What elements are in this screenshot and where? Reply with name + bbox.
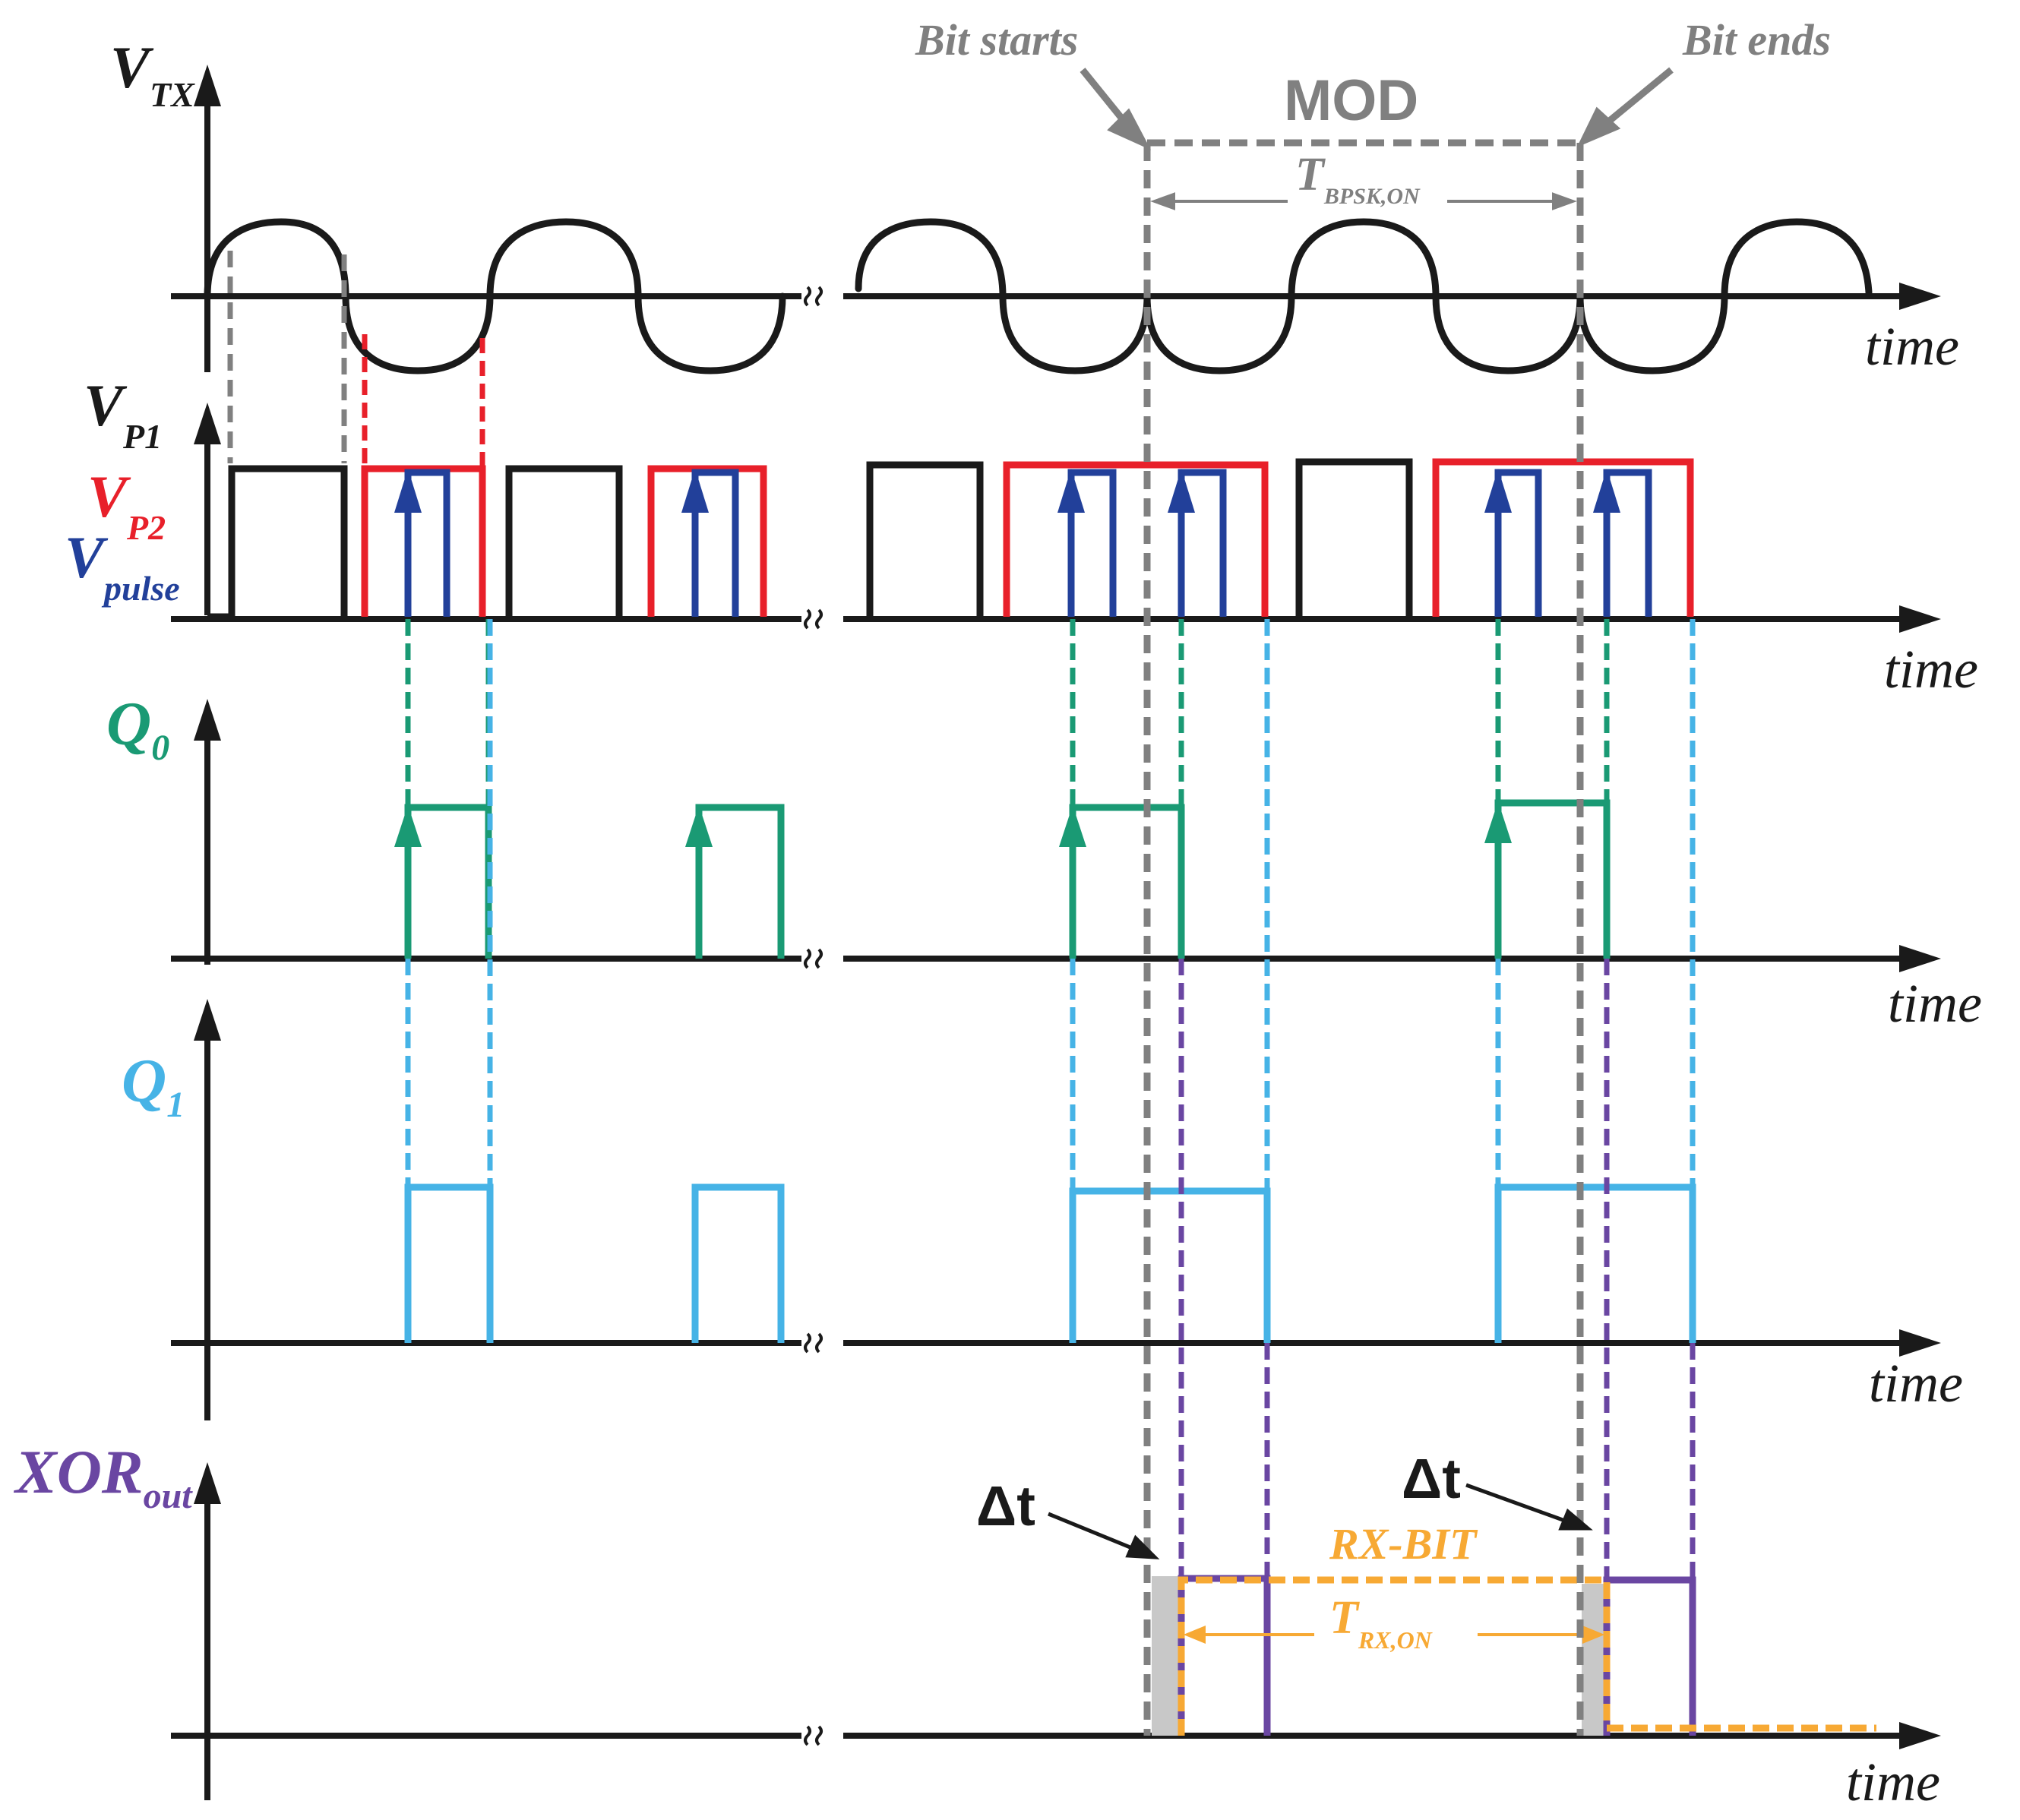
rx-bit-waveform: [1178, 1576, 1876, 1736]
vtx-time-arrow: [1899, 283, 1941, 310]
svg-text:TRX,ON: TRX,ON: [1329, 1592, 1434, 1654]
xor-label-main: XOR: [13, 1437, 144, 1506]
axes-horizontal-arrowheads: [1899, 283, 1941, 1749]
xor-dashed-guides: [1178, 959, 1696, 1580]
delta-t-pointers: [1048, 1483, 1593, 1559]
q1-time-arrow: [1899, 1329, 1941, 1357]
delta-t-label-left: Δt: [976, 1474, 1035, 1537]
xor-time-label: time: [1846, 1752, 1940, 1812]
vp2-label-sub: P2: [126, 508, 166, 547]
vp2-label-main: V: [87, 463, 131, 529]
mod-bit-box: [1143, 139, 1584, 1736]
vtx-label-main: V: [110, 34, 154, 100]
vp-time-arrow: [1899, 605, 1941, 633]
xor-time-arrow: [1899, 1722, 1941, 1749]
svg-text:Vpulse: Vpulse: [65, 524, 180, 608]
t-bpsk-label-sub: BPSK,ON: [1323, 184, 1421, 209]
t-bpsk-label-main: T: [1295, 149, 1326, 201]
vpulse-label-sub: pulse: [101, 569, 180, 608]
q0-time-label: time: [1888, 973, 1982, 1034]
bit-ends-label: Bit ends: [1682, 15, 1831, 65]
q0-dashed-guides: [405, 619, 1610, 805]
bit-pointer-arrows: [1080, 67, 1674, 150]
q0-arrows: [394, 801, 1512, 847]
vtx-waveform: [204, 218, 1873, 374]
xor-axis-arrow: [194, 1462, 221, 1504]
vp1-waveform: [207, 458, 1413, 621]
svg-text:VP1: VP1: [84, 372, 162, 456]
t-bpsk-on-arrow: [1150, 192, 1577, 210]
q1-dashed-guides: [405, 619, 1696, 1189]
svg-text:XORout: XORout: [13, 1437, 193, 1516]
q0-time-arrow: [1899, 945, 1941, 972]
t-rx-label-main: T: [1329, 1592, 1360, 1644]
vp-axis-arrow: [194, 403, 221, 444]
q1-label-main: Q: [122, 1046, 166, 1115]
t-rx-label-sub: RX,ON: [1358, 1626, 1434, 1654]
vp1-label-main: V: [84, 372, 128, 438]
vtx-axis-arrow: [194, 65, 221, 106]
q0-label-main: Q: [106, 689, 151, 758]
q1-time-label: time: [1869, 1353, 1963, 1414]
q0-axis-arrow: [194, 699, 221, 741]
q0-waveform: [404, 799, 1611, 959]
svg-text:VP2: VP2: [87, 463, 166, 547]
q1-waveform: [404, 1183, 1696, 1343]
vp2-waveform: [361, 458, 1694, 617]
vpulse-label-main: V: [65, 524, 109, 590]
vp-time-label: time: [1884, 639, 1978, 700]
axis-break-marks: [804, 286, 823, 1746]
mod-label: MOD: [1284, 68, 1418, 133]
axes-vertical-arrowheads: [194, 65, 221, 1504]
vpulse-waveform: [404, 469, 1652, 617]
q1-axis-arrow: [194, 999, 221, 1041]
svg-text:VTX: VTX: [110, 34, 195, 114]
vtx-vp1-guides: [227, 251, 347, 463]
q0-label-sub: 0: [151, 728, 169, 768]
delta-t-label-right: Δt: [1402, 1447, 1461, 1510]
svg-text:TBPSK,ON: TBPSK,ON: [1295, 149, 1421, 209]
xor-waveform: [1178, 1575, 1696, 1736]
q1-label-sub: 1: [166, 1085, 185, 1125]
svg-text:Q0: Q0: [106, 689, 169, 768]
xor-shaded-delays: [1152, 1576, 1607, 1736]
rx-bit-label: RX-BIT: [1329, 1519, 1478, 1569]
vpulse-arrows: [394, 469, 1620, 513]
xor-label-sub: out: [144, 1476, 194, 1516]
svg-text:Q1: Q1: [122, 1046, 185, 1125]
vtx-time-label: time: [1865, 316, 1959, 377]
vp1-label-sub: P1: [122, 417, 162, 456]
bit-starts-label: Bit starts: [915, 15, 1078, 65]
vtx-label-sub: TX: [150, 75, 195, 114]
